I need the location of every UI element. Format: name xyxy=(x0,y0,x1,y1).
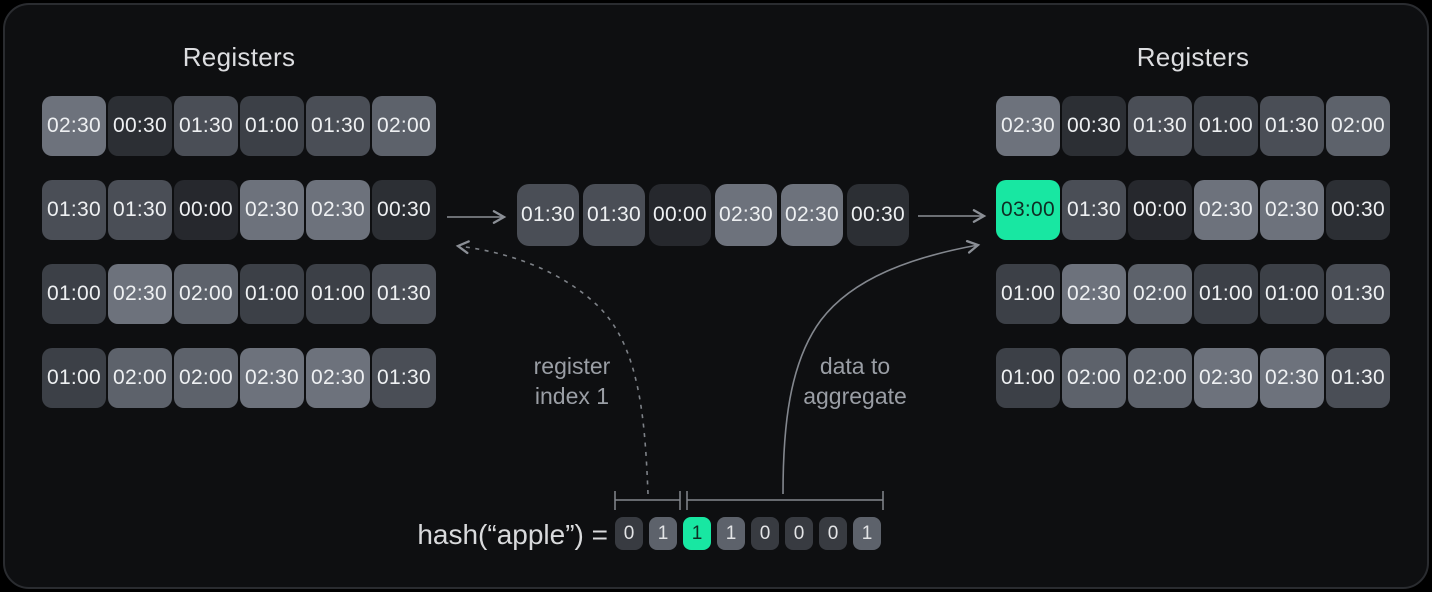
register-cell: 02:30 xyxy=(715,184,777,246)
register-cell: 01:00 xyxy=(996,264,1060,324)
data-aggregate-label-line1: data to xyxy=(819,353,891,379)
register-cell: 02:30 xyxy=(996,96,1060,156)
register-cell-highlighted: 03:00 xyxy=(996,180,1060,240)
register-index-label-line2: index 1 xyxy=(534,383,610,409)
hash-expression: hash(“apple”) = xyxy=(417,519,608,550)
register-cell: 01:00 xyxy=(240,96,304,156)
register-cell: 02:30 xyxy=(240,348,304,408)
register-cell: 01:00 xyxy=(1194,264,1258,324)
register-cell: 02:30 xyxy=(1260,180,1324,240)
register-cell: 02:00 xyxy=(108,348,172,408)
hash-bit: 0 xyxy=(615,517,643,550)
register-cell: 02:00 xyxy=(1128,348,1192,408)
register-cell: 01:30 xyxy=(517,184,579,246)
register-cell: 00:30 xyxy=(1062,96,1126,156)
register-cell: 02:30 xyxy=(240,180,304,240)
register-cell: 01:30 xyxy=(42,180,106,240)
register-cell: 01:00 xyxy=(42,348,106,408)
register-cell: 01:00 xyxy=(42,264,106,324)
register-cell: 01:00 xyxy=(306,264,370,324)
register-cell: 01:00 xyxy=(996,348,1060,408)
register-cell: 00:00 xyxy=(174,180,238,240)
register-cell: 02:30 xyxy=(1062,264,1126,324)
register-cell: 02:30 xyxy=(108,264,172,324)
hash-bit: 1 xyxy=(717,517,745,550)
data-aggregate-label: data to aggregate xyxy=(765,351,945,411)
register-cell: 00:30 xyxy=(847,184,909,246)
hash-bit: 0 xyxy=(785,517,813,550)
register-cell: 02:30 xyxy=(781,184,843,246)
register-cell: 01:30 xyxy=(583,184,645,246)
register-index-label: register index 1 xyxy=(482,351,662,411)
register-cell: 01:30 xyxy=(1326,264,1390,324)
register-cell: 02:30 xyxy=(1260,348,1324,408)
register-cell: 01:30 xyxy=(372,348,436,408)
right-registers-title: Registers xyxy=(1136,42,1250,72)
left-registers-title: Registers xyxy=(182,42,296,72)
register-cell: 01:00 xyxy=(240,264,304,324)
register-cell: 02:00 xyxy=(174,264,238,324)
register-cell: 02:00 xyxy=(1062,348,1126,408)
register-cell: 00:00 xyxy=(1128,180,1192,240)
register-index-label-line1: register xyxy=(533,353,611,379)
register-cell: 02:30 xyxy=(42,96,106,156)
hash-bit: 0 xyxy=(751,517,779,550)
hash-bit: 1 xyxy=(853,517,881,550)
register-cell: 00:30 xyxy=(372,180,436,240)
register-cell: 01:00 xyxy=(1260,264,1324,324)
register-cell: 02:00 xyxy=(1128,264,1192,324)
register-cell: 01:30 xyxy=(306,96,370,156)
register-cell: 02:00 xyxy=(372,96,436,156)
register-cell: 00:00 xyxy=(649,184,711,246)
register-cell: 01:30 xyxy=(174,96,238,156)
hash-bit: 1 xyxy=(649,517,677,550)
register-cell: 02:30 xyxy=(306,348,370,408)
register-cell: 01:30 xyxy=(1260,96,1324,156)
register-cell: 00:30 xyxy=(108,96,172,156)
register-cell: 00:30 xyxy=(1326,180,1390,240)
register-cell: 02:30 xyxy=(1194,180,1258,240)
register-cell: 01:00 xyxy=(1194,96,1258,156)
register-cell: 01:30 xyxy=(1128,96,1192,156)
hash-bit: 0 xyxy=(819,517,847,550)
register-cell: 01:30 xyxy=(1326,348,1390,408)
data-aggregate-label-line2: aggregate xyxy=(803,383,907,409)
register-cell: 02:00 xyxy=(1326,96,1390,156)
register-cell: 01:30 xyxy=(1062,180,1126,240)
register-cell: 01:30 xyxy=(372,264,436,324)
register-cell: 02:30 xyxy=(306,180,370,240)
hash-bit-highlighted: 1 xyxy=(683,517,711,550)
register-cell: 02:30 xyxy=(1194,348,1258,408)
register-cell: 02:00 xyxy=(174,348,238,408)
register-cell: 01:30 xyxy=(108,180,172,240)
